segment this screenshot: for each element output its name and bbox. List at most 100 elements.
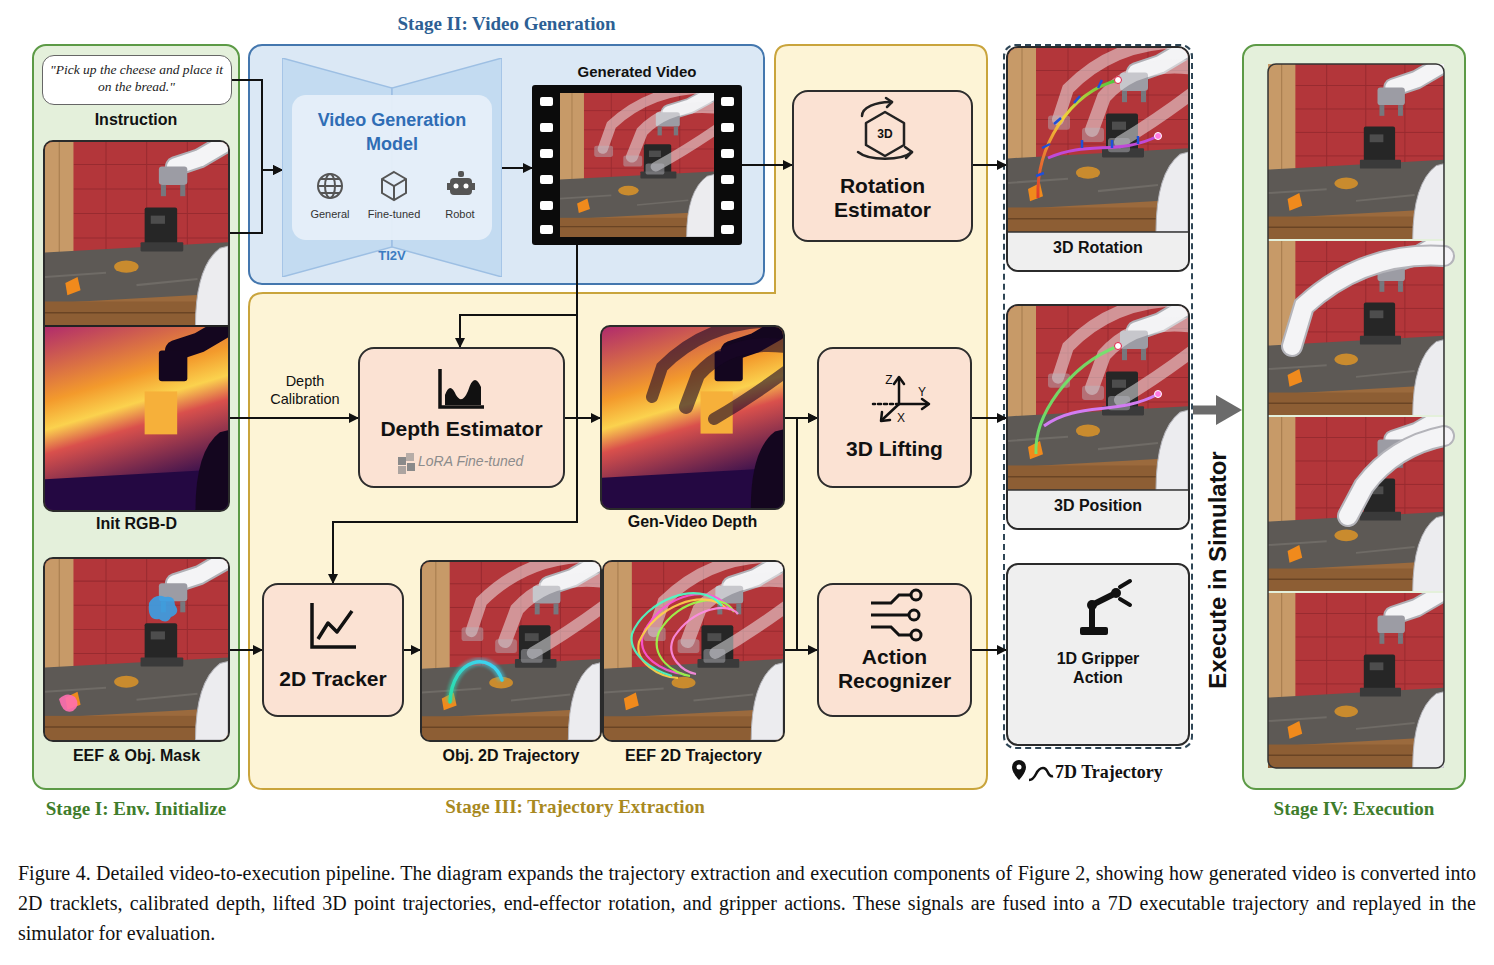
rgbd-image bbox=[45, 142, 228, 510]
g-part bbox=[1036, 80, 1138, 176]
process-box: 3D LiftingZYX bbox=[817, 347, 972, 488]
tracker-icon bbox=[264, 585, 402, 715]
circle-part bbox=[909, 610, 919, 620]
process-box: Depth EstimatorLoRA Fine-tuned bbox=[358, 347, 565, 488]
use-part bbox=[45, 320, 228, 510]
node-text: Fine-tuned bbox=[360, 208, 428, 221]
process-box: 2D Tracker bbox=[262, 583, 404, 717]
path-part bbox=[899, 403, 927, 406]
path-part bbox=[318, 179, 342, 193]
output-group: 7D Trajectory 3D Rotation 3D Position 1D… bbox=[1003, 44, 1193, 749]
stage-band: Stage IV: Execution bbox=[1242, 44, 1466, 790]
path-part bbox=[1292, 256, 1444, 346]
path-part bbox=[45, 325, 228, 327]
path-part bbox=[858, 152, 912, 159]
edge-label: Depth Calibration bbox=[257, 372, 353, 408]
node-text: Stage I: Env. Initialize bbox=[8, 798, 264, 820]
rect-part bbox=[292, 95, 492, 240]
connector-arrow bbox=[230, 417, 358, 419]
connector-arrow bbox=[785, 649, 817, 651]
path-part bbox=[149, 596, 178, 622]
path-part bbox=[905, 147, 912, 158]
video-strip: Generated Video bbox=[532, 85, 742, 245]
rect-part bbox=[721, 97, 734, 106]
rect-part bbox=[447, 183, 450, 190]
rect-part bbox=[407, 463, 415, 471]
output-panel: 3D Rotation bbox=[1006, 46, 1190, 272]
use-part bbox=[1268, 586, 1454, 768]
icon-label: Y bbox=[916, 385, 928, 399]
rect-part bbox=[398, 457, 406, 465]
g-part bbox=[447, 171, 475, 195]
figure-caption: Figure 4. Detailed video-to-execution pi… bbox=[18, 858, 1476, 948]
rect-part bbox=[540, 123, 553, 132]
icon-label: Z bbox=[883, 373, 895, 387]
use-part bbox=[560, 88, 723, 237]
circle-part bbox=[911, 630, 921, 640]
rect-part bbox=[406, 453, 414, 461]
path-part bbox=[714, 367, 783, 419]
path-part bbox=[1120, 581, 1130, 605]
use-part bbox=[1008, 306, 1188, 490]
circle-part bbox=[1115, 343, 1122, 350]
connector-arrow bbox=[742, 164, 792, 166]
path-part bbox=[652, 327, 783, 397]
icon-label: X bbox=[895, 411, 907, 425]
depth-image bbox=[602, 327, 783, 508]
path-part bbox=[1044, 394, 1158, 426]
rect-part bbox=[721, 201, 734, 210]
node-text: EEF & Obj. Mask bbox=[43, 746, 230, 765]
use-part bbox=[1048, 48, 1188, 152]
path-part bbox=[382, 179, 406, 200]
path-part bbox=[873, 403, 899, 406]
image-panel: EEF 2D Trajectory bbox=[602, 560, 785, 742]
g-part bbox=[398, 453, 415, 474]
path-part bbox=[883, 404, 899, 419]
path-part bbox=[1008, 489, 1188, 491]
path-part bbox=[1268, 240, 1444, 592]
node-text: "Pick up the cheese and place it on the … bbox=[49, 61, 224, 95]
path-part bbox=[440, 369, 484, 407]
path-part bbox=[312, 603, 356, 647]
path-part bbox=[686, 345, 783, 407]
model-hourglass bbox=[282, 58, 502, 277]
g-part bbox=[871, 590, 921, 640]
circle-part bbox=[1017, 765, 1022, 770]
polygon-part bbox=[866, 112, 904, 156]
path-part bbox=[445, 380, 481, 405]
path-part bbox=[450, 662, 502, 702]
connector-arrow bbox=[972, 417, 1006, 419]
circle-part bbox=[1087, 600, 1097, 610]
path-part bbox=[450, 662, 502, 702]
node-text: TI2V bbox=[282, 248, 502, 264]
path-part bbox=[1348, 436, 1444, 516]
node-text: LoRA Fine-tuned bbox=[418, 453, 558, 470]
circle-part bbox=[1155, 391, 1162, 398]
connector-arrow bbox=[972, 649, 1006, 651]
connector-arrow bbox=[973, 164, 1006, 166]
stage-band: Stage II: Video Generation Video Generat… bbox=[248, 44, 765, 285]
path-part bbox=[871, 627, 911, 635]
rect-part bbox=[540, 97, 553, 106]
execution-frames bbox=[1244, 46, 1464, 788]
g-part bbox=[454, 184, 469, 189]
use-part bbox=[45, 559, 228, 740]
path-part bbox=[898, 379, 901, 404]
node-text: Robot bbox=[428, 208, 492, 221]
use-part bbox=[1268, 410, 1454, 592]
node-text: Init RGB-D bbox=[43, 514, 230, 533]
rect-part bbox=[721, 149, 734, 158]
path-part bbox=[862, 102, 892, 116]
circle-part bbox=[454, 184, 459, 189]
rect-part bbox=[1268, 64, 1444, 768]
image-panel: Gen-Video Depth bbox=[600, 325, 785, 510]
g-part bbox=[632, 593, 738, 678]
rect-part bbox=[458, 171, 464, 177]
path-part bbox=[657, 600, 734, 676]
path-part bbox=[1036, 80, 1138, 176]
g-part bbox=[652, 327, 783, 419]
output-panel: 1D Gripper Action bbox=[1006, 563, 1190, 746]
object-track-image bbox=[422, 562, 600, 740]
model-block: Video Generation ModelGeneralFine-tunedR… bbox=[282, 58, 502, 277]
